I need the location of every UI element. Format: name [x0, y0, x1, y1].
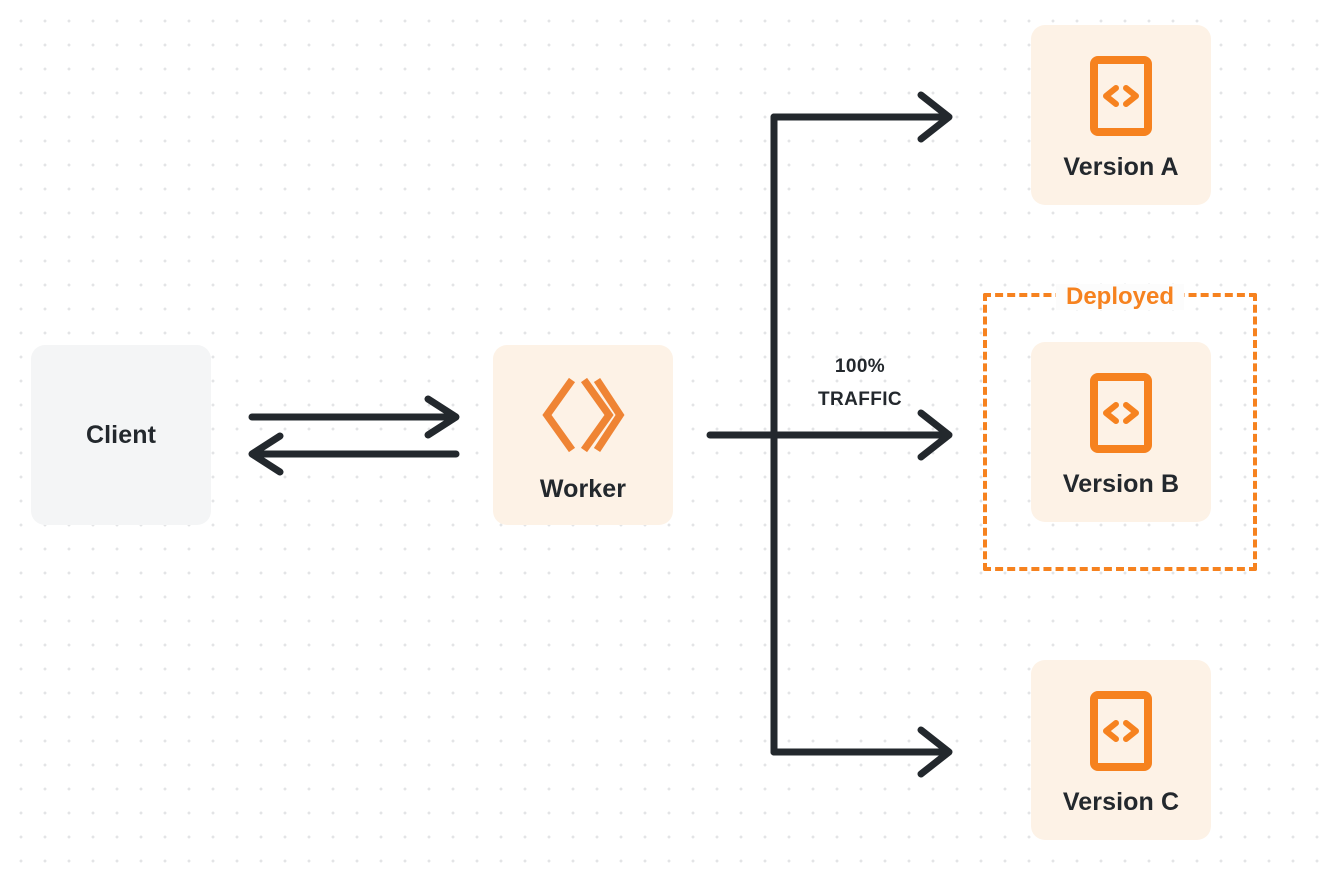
node-client[interactable]: Client [31, 345, 211, 525]
node-version-c[interactable]: Version C [1031, 660, 1211, 840]
edge-spine-to-version-c [770, 726, 953, 778]
node-version-a[interactable]: Version A [1031, 25, 1211, 205]
edge-worker-to-version-b [706, 409, 953, 461]
code-document-icon [1088, 372, 1154, 454]
edge-client-to-worker [248, 395, 460, 439]
edge-spine-to-version-a [770, 91, 953, 143]
edge-worker-to-client [248, 432, 460, 476]
version-b-label: Version B [1062, 470, 1180, 498]
traffic-percent: 100% [834, 356, 886, 377]
node-version-b[interactable]: Version B [1031, 342, 1211, 522]
traffic-word: TRAFFIC [817, 389, 903, 410]
worker-label: Worker [539, 475, 627, 503]
deployed-group: Deployed [983, 284, 1257, 571]
version-a-label: Version A [1063, 153, 1179, 181]
traffic-label: 100% TRAFFIC [782, 350, 938, 416]
deployed-group-label: Deployed [1055, 284, 1185, 310]
code-document-icon [1088, 55, 1154, 137]
client-label: Client [85, 420, 157, 449]
code-document-icon [1088, 690, 1154, 772]
node-worker[interactable]: Worker [493, 345, 673, 525]
version-c-label: Version C [1062, 788, 1180, 816]
cloudflare-workers-logo-icon [540, 373, 626, 457]
